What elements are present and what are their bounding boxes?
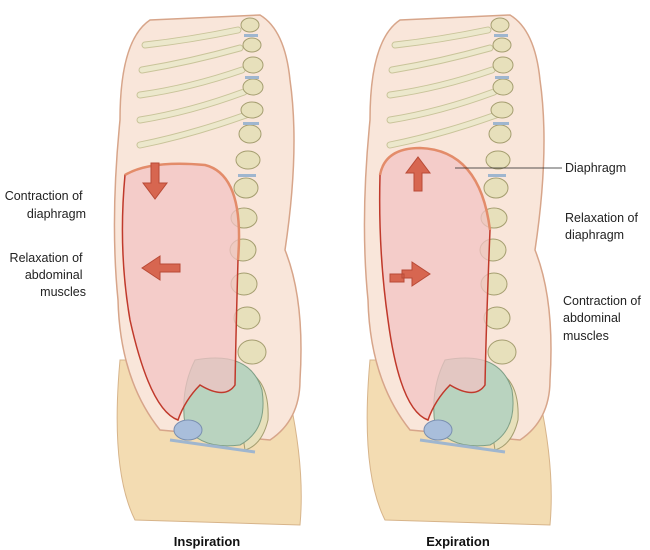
caption-expiration: Expiration [426,534,490,549]
label-abdominal-action: Relaxation of abdominal muscles [10,251,86,299]
caption-inspiration: Inspiration [174,534,241,549]
diaphragm-line [378,146,492,231]
inspiration-panel: Contraction of diaphragm Relaxation of a… [5,15,302,549]
arrow-down-icon [142,162,168,200]
label-diaphragm-action: Relaxation of diaphragm [565,211,641,242]
label-diaphragm-action: Contraction of diaphragm [5,189,86,221]
label-diaphragm: Diaphragm [565,161,626,175]
diaphragm-line [124,162,241,261]
label-abdominal-action: Contraction of abdominal muscles [563,294,644,343]
arrow-right-icon [389,261,431,287]
arrow-left-icon [141,255,181,281]
expiration-panel [364,15,551,525]
arrow-up-icon [405,156,431,192]
